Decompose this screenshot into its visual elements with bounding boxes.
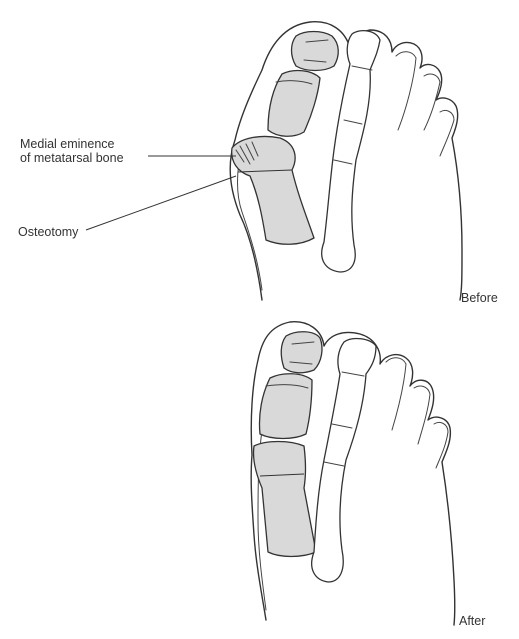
after-fifth-toe — [434, 422, 448, 468]
after-fourth-toe — [414, 386, 430, 444]
before-third-toe — [396, 52, 416, 130]
before-fourth-toe — [424, 74, 440, 130]
before-big-toe-distal-phalanx — [292, 32, 339, 71]
after-first-metatarsal — [253, 442, 316, 557]
label-medial-eminence-line2: of metatarsal bone — [20, 151, 124, 166]
label-medial-eminence-line1: Medial eminence — [20, 137, 115, 152]
leader-osteotomy — [86, 176, 236, 230]
before-fifth-toe — [440, 110, 454, 156]
before-foot — [86, 22, 462, 300]
after-big-toe-proximal-phalanx — [259, 374, 312, 439]
label-osteotomy: Osteotomy — [18, 225, 78, 240]
label-before: Before — [461, 291, 498, 306]
after-big-toe-distal-phalanx — [281, 332, 322, 373]
after-second-toe-bones — [312, 339, 376, 582]
label-after: After — [459, 614, 485, 629]
after-third-toe — [386, 358, 406, 430]
after-foot — [251, 322, 455, 625]
